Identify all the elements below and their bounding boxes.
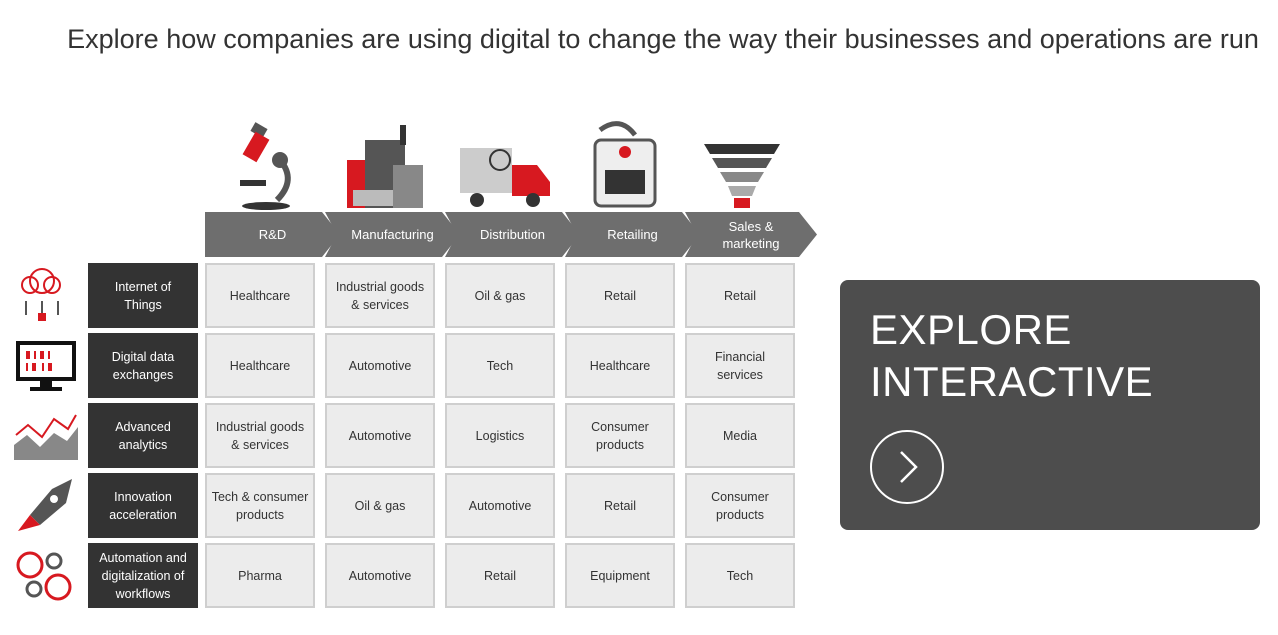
row-label: Digital data exchanges: [88, 333, 198, 398]
stage-label: Sales & marketing: [722, 218, 780, 251]
stage-rnd: R&D: [205, 212, 340, 257]
grid-cell: Healthcare: [205, 263, 315, 328]
analytics-chart-icon: [14, 414, 78, 460]
grid-cell: Tech: [685, 543, 795, 608]
price-tag-barcode-icon: [593, 121, 657, 208]
grid-cell: Automotive: [325, 333, 435, 398]
row-label: Automation and digitalization of workflo…: [88, 543, 198, 608]
grid-cell: Oil & gas: [325, 473, 435, 538]
grid-cell: Oil & gas: [445, 263, 555, 328]
grid-cell: Tech & consumer products: [205, 473, 315, 538]
grid-cell: Consumer products: [685, 473, 795, 538]
stage-retailing: Retailing: [565, 212, 700, 257]
grid-cell: Healthcare: [565, 333, 675, 398]
stage-label: Manufacturing: [351, 227, 434, 242]
grid-cell: Healthcare: [205, 333, 315, 398]
stage-label: Retailing: [607, 227, 658, 242]
stage-sales-marketing: Sales & marketing: [685, 212, 817, 257]
grid-cell: Pharma: [205, 543, 315, 608]
microscope-icon: [240, 122, 291, 210]
grid-cell: Automotive: [445, 473, 555, 538]
page-title: Explore how companies are using digital …: [67, 24, 1259, 54]
funnel-icon: [704, 144, 780, 208]
explore-interactive-label: EXPLORE INTERACTIVE: [870, 306, 1154, 405]
gears-icon: [16, 551, 72, 601]
stage-label: R&D: [258, 227, 287, 242]
row-label: Internet of Things: [88, 263, 198, 328]
grid-cell: Tech: [445, 333, 555, 398]
chevron-right-icon[interactable]: [870, 430, 944, 504]
grid-cell: Equipment: [565, 543, 675, 608]
row-label: Advanced analytics: [88, 403, 198, 468]
cloud-network-icon: [21, 268, 61, 321]
grid-cell: Logistics: [445, 403, 555, 468]
grid-cell: Financial services: [685, 333, 795, 398]
grid-cell: Retail: [445, 543, 555, 608]
grid-cell: Retail: [685, 263, 795, 328]
explore-interactive-button[interactable]: EXPLORE INTERACTIVE: [840, 280, 1260, 530]
grid-cell: Automotive: [325, 543, 435, 608]
grid-cell: Consumer products: [565, 403, 675, 468]
grid-cell: Retail: [565, 263, 675, 328]
grid-cell: Industrial goods & services: [205, 403, 315, 468]
grid-cell: Media: [685, 403, 795, 468]
binary-monitor-icon: [16, 341, 76, 391]
grid-cell: Retail: [565, 473, 675, 538]
delivery-truck-icon: [460, 148, 550, 207]
grid-cell: Industrial goods & services: [325, 263, 435, 328]
rocket-icon: [18, 479, 72, 531]
grid-cell: Automotive: [325, 403, 435, 468]
stage-label: Distribution: [479, 227, 546, 242]
row-label: Innovation acceleration: [88, 473, 198, 538]
stage-manufacturing: Manufacturing: [325, 212, 460, 257]
factory-icon: [347, 125, 423, 208]
stage-distribution: Distribution: [445, 212, 580, 257]
